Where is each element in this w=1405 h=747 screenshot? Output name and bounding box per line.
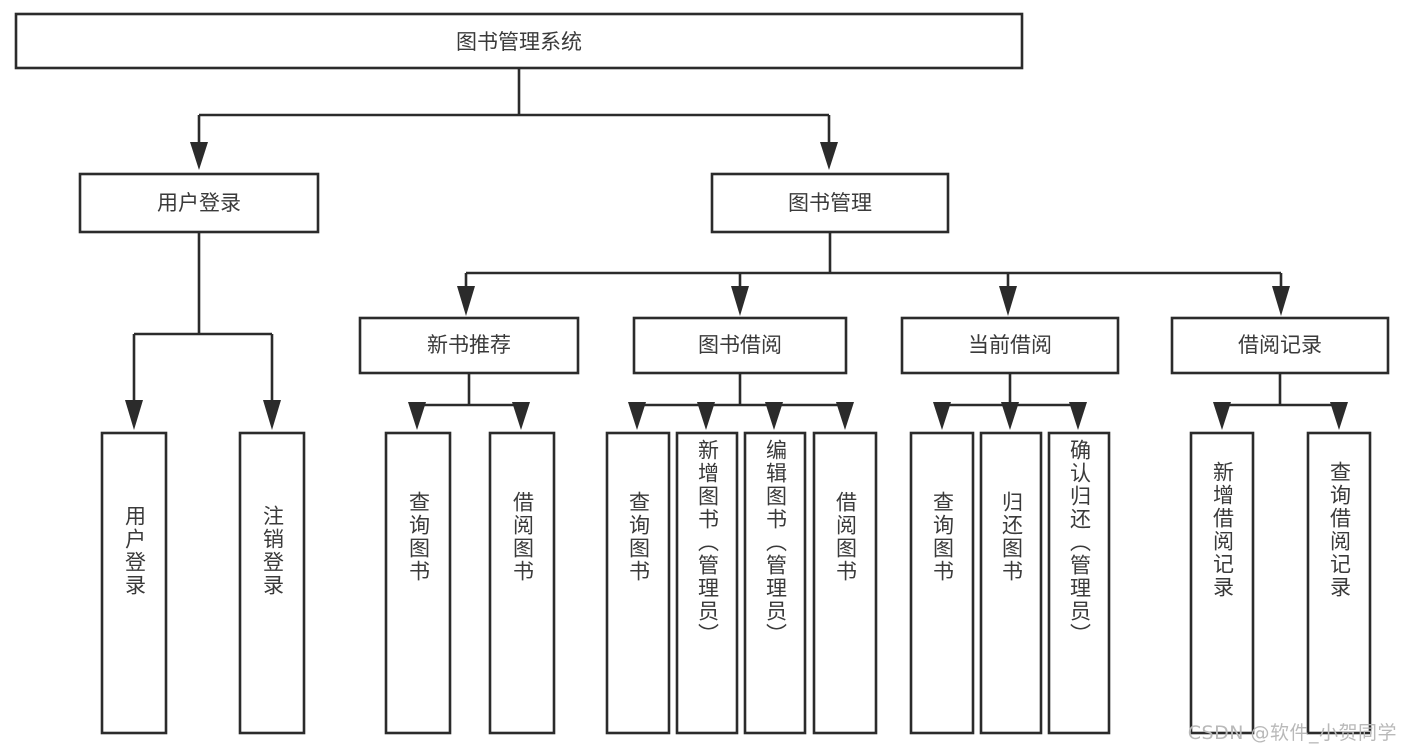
node-book-manage-label: 图书管理 [788, 191, 872, 215]
leaf-box-query-record[interactable] [1306, 431, 1372, 735]
connector-book-manage-to-level3 [457, 232, 1290, 316]
leaf-box-borrow-book-1[interactable] [488, 431, 556, 735]
node-new-book-recommend-box [358, 316, 580, 375]
arrow-to-book-manage [820, 142, 838, 170]
node-book-manage[interactable]: 图书管理 [710, 172, 950, 234]
leaf-box-query-book-3[interactable] [909, 431, 975, 735]
arrow-to-new-book [457, 286, 475, 316]
connector-root-to-level2 [190, 68, 838, 170]
node-book-borrow-label: 图书借阅 [698, 333, 782, 357]
arrow-to-borrow-record [1272, 286, 1290, 316]
connector-borrow-record-to-leaves [1213, 373, 1348, 430]
arrow-to-leaf-query-book-2 [628, 402, 646, 430]
leaf-box-logout[interactable] [238, 431, 306, 735]
arrow-to-leaf-query-book-3 [933, 402, 951, 430]
leaf-box-user-login[interactable] [100, 431, 168, 735]
arrow-to-leaf-return-book [1001, 402, 1019, 430]
arrow-to-current-borrow [999, 286, 1017, 316]
arrow-to-leaf-borrow-book-2 [836, 402, 854, 430]
leaf-box-borrow-book-2[interactable] [812, 431, 878, 735]
node-root-label: 图书管理系统 [456, 30, 582, 54]
leaf-box-query-book-1[interactable] [384, 431, 452, 735]
connector-new-book-to-leaves [408, 373, 530, 430]
node-borrow-record[interactable]: 借阅记录 [1170, 316, 1390, 375]
arrow-to-user-login [190, 142, 208, 170]
node-root[interactable]: 图书管理系统 [14, 12, 1024, 70]
connector-current-borrow-to-leaves [933, 373, 1087, 430]
leaf-box-add-book[interactable] [675, 431, 739, 735]
arrow-to-leaf-add-book [697, 402, 715, 430]
arrow-to-leaf-confirm-return [1069, 402, 1087, 430]
watermark-text: CSDN @软件_小贺同学 [1187, 722, 1397, 744]
leaf-box-add-record[interactable] [1189, 431, 1255, 735]
node-current-borrow-box [900, 316, 1120, 375]
node-root-box [14, 12, 1024, 70]
leaf-box-return-book[interactable] [979, 431, 1043, 735]
arrow-to-leaf-query-record [1330, 402, 1348, 430]
connector-book-borrow-to-leaves [628, 373, 854, 430]
node-current-borrow-label: 当前借阅 [968, 333, 1052, 357]
arrow-to-leaf-add-record [1213, 402, 1231, 430]
arrow-to-leaf-user-login [125, 400, 143, 430]
arrow-to-leaf-query-book-1 [408, 402, 426, 430]
node-new-book-recommend[interactable]: 新书推荐 [358, 316, 580, 375]
node-user-login-box [78, 172, 320, 234]
node-current-borrow[interactable]: 当前借阅 [900, 316, 1120, 375]
node-new-book-recommend-label: 新书推荐 [427, 333, 511, 357]
arrow-to-book-borrow [731, 286, 749, 316]
leaf-boxes [100, 431, 1372, 735]
node-user-login-label: 用户登录 [157, 191, 241, 215]
node-user-login[interactable]: 用户登录 [78, 172, 320, 234]
leaf-box-confirm-return[interactable] [1047, 431, 1111, 735]
connector-user-login-to-leaves [125, 232, 281, 430]
node-book-borrow[interactable]: 图书借阅 [632, 316, 848, 375]
node-borrow-record-label: 借阅记录 [1238, 333, 1322, 357]
leaf-box-edit-book[interactable] [743, 431, 807, 735]
arrow-to-leaf-edit-book [765, 402, 783, 430]
arrow-to-leaf-logout [263, 400, 281, 430]
arrow-to-leaf-borrow-book-1 [512, 402, 530, 430]
leaf-box-query-book-2[interactable] [605, 431, 671, 735]
